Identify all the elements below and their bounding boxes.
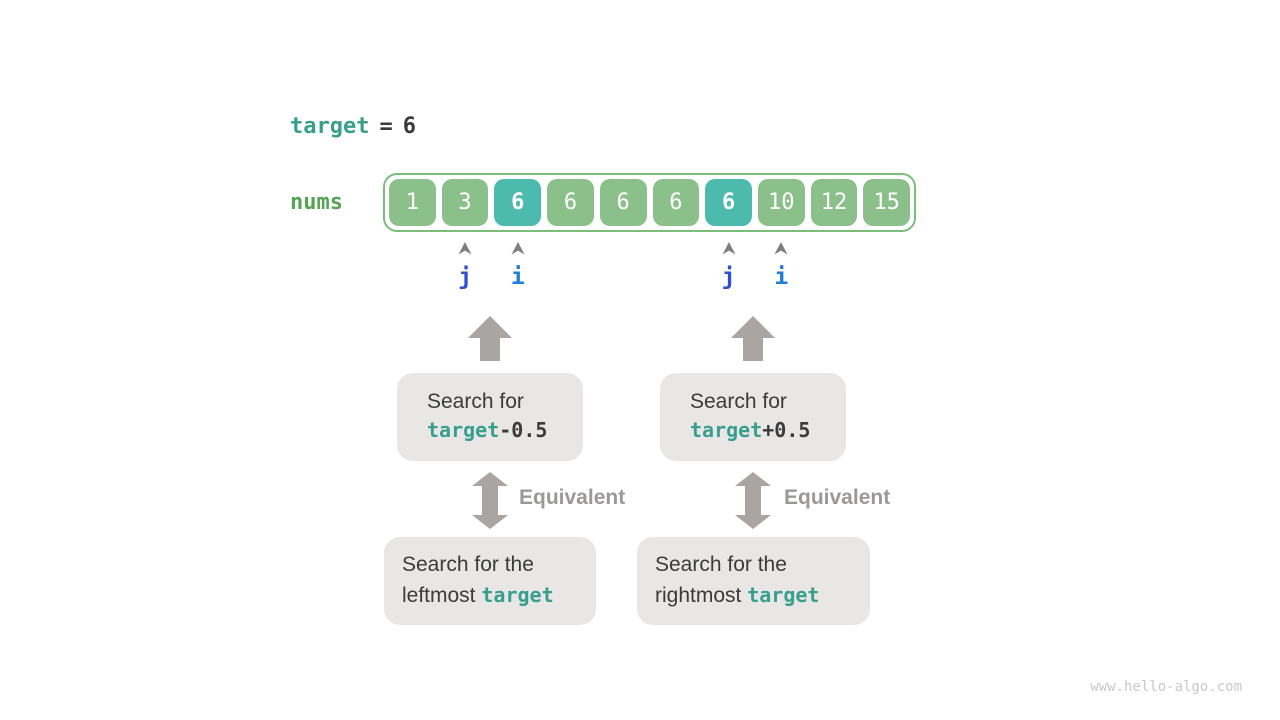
array-cell: 6 bbox=[599, 179, 647, 226]
target-keyword: target bbox=[290, 114, 370, 139]
array-cell: 1 bbox=[389, 179, 436, 226]
array-cell: 15 bbox=[863, 179, 911, 226]
search-box-line2: target+0.5 bbox=[690, 416, 846, 445]
result-box-leftmost: Search for the leftmost target bbox=[384, 537, 596, 625]
caret-up-icon bbox=[511, 242, 525, 255]
result-box-line1: Search for the bbox=[402, 553, 534, 576]
search-box-line2: target-0.5 bbox=[427, 416, 583, 445]
result-box-line2: leftmost target bbox=[402, 580, 596, 611]
search-box-line1: Search for bbox=[690, 390, 787, 413]
array-label: nums bbox=[290, 190, 343, 215]
pointer-label-j: j bbox=[458, 264, 472, 290]
array-cell: 6 bbox=[547, 179, 594, 226]
pointer-label-i: i bbox=[510, 264, 525, 290]
caret-up-icon bbox=[722, 242, 736, 255]
array-cell-highlighted: 6 bbox=[494, 179, 542, 226]
result-plain-text: leftmost bbox=[402, 584, 482, 607]
array-cell-highlighted: 6 bbox=[705, 179, 752, 226]
target-code: target bbox=[690, 418, 763, 442]
equivalence-arrow-icon bbox=[472, 472, 508, 529]
pointer-label-j: j bbox=[721, 264, 736, 290]
offset-suffix: +0.5 bbox=[762, 418, 811, 442]
target-assignment: target = 6 bbox=[290, 114, 416, 139]
arrow-up-icon bbox=[468, 316, 512, 361]
pointer-label-i: i bbox=[774, 264, 789, 290]
caret-up-icon bbox=[458, 242, 472, 255]
equals-sign: = bbox=[379, 114, 393, 139]
equivalent-label: Equivalent bbox=[784, 486, 891, 509]
target-code: target bbox=[481, 583, 554, 607]
array-cell: 10 bbox=[757, 179, 805, 226]
target-value: 6 bbox=[402, 114, 416, 139]
result-box-rightmost: Search for the rightmost target bbox=[637, 537, 870, 625]
search-box-plus: Search for target+0.5 bbox=[660, 373, 846, 461]
result-box-line1: Search for the bbox=[655, 553, 787, 576]
result-box-line2: rightmost target bbox=[655, 580, 870, 611]
equivalence-arrow-icon bbox=[735, 472, 771, 529]
result-plain-text: rightmost bbox=[655, 584, 748, 607]
equivalent-label: Equivalent bbox=[519, 486, 626, 509]
array-cell: 12 bbox=[810, 179, 858, 226]
caret-up-icon bbox=[774, 242, 788, 255]
arrow-up-icon bbox=[731, 316, 775, 361]
array-cell: 3 bbox=[441, 179, 489, 226]
target-code: target bbox=[747, 583, 820, 607]
search-box-minus: Search for target-0.5 bbox=[397, 373, 583, 461]
watermark: www.hello-algo.com bbox=[1090, 679, 1242, 695]
array-cell: 6 bbox=[652, 179, 700, 226]
search-box-line1: Search for bbox=[427, 390, 524, 413]
offset-suffix: -0.5 bbox=[499, 418, 548, 442]
target-code: target bbox=[427, 418, 500, 442]
